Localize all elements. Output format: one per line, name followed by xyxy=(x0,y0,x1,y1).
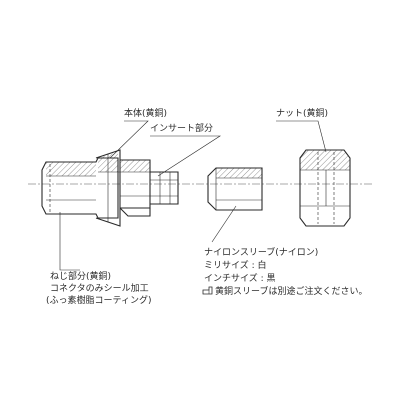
thread-leader xyxy=(59,212,80,271)
fitting-body xyxy=(41,149,179,227)
thread-label-3: (ふっ素樹脂コーティング) xyxy=(46,294,151,306)
sleeve-inch: インチサイズ : 黒 xyxy=(204,272,275,284)
sleeve-title: ナイロンスリーブ(ナイロン) xyxy=(204,246,318,258)
nut-label: ナット(黄銅) xyxy=(276,107,328,119)
nut xyxy=(299,149,351,227)
body-leader xyxy=(109,120,149,159)
insert-label: インサート部分 xyxy=(150,122,213,134)
insert-leader xyxy=(150,135,222,177)
thread-label-2: コネクタのみシール加工 xyxy=(50,283,149,294)
sleeve-leader xyxy=(211,205,237,243)
body-label: 本体(黄銅) xyxy=(124,107,167,119)
nylon-sleeve xyxy=(207,167,263,211)
sleeve-note: 黄銅スリーブは別途ご注文ください。 xyxy=(215,285,367,297)
sleeve-mm: ミリサイズ : 白 xyxy=(204,259,266,271)
nut-leader xyxy=(276,120,327,153)
pointing-hand-icon xyxy=(202,286,213,295)
thread-label-1: ねじ部分(黄銅) xyxy=(50,270,111,282)
